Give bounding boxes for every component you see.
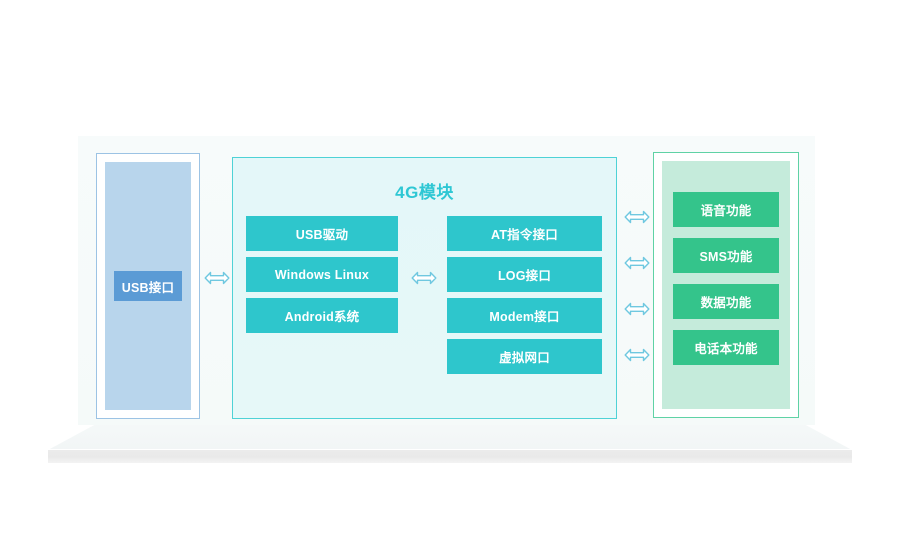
feature-item-phonebook[interactable]: 电话本功能 <box>673 330 779 365</box>
usb-interface-chip[interactable]: USB接口 <box>114 271 182 301</box>
module-item-usb-driver[interactable]: USB驱动 <box>246 216 398 251</box>
double-arrow-icon <box>411 271 437 285</box>
platform-front-edge <box>48 449 852 463</box>
module-item-android[interactable]: Android系统 <box>246 298 398 333</box>
module-left-column: USB驱动 Windows Linux Android系统 <box>246 216 398 339</box>
connector-module-to-sms <box>624 255 650 271</box>
double-arrow-icon <box>624 210 650 224</box>
module-item-modem[interactable]: Modem接口 <box>447 298 602 333</box>
feature-item-sms[interactable]: SMS功能 <box>673 238 779 273</box>
module-panel: 4G模块 USB驱动 Windows Linux Android系统 AT指令接… <box>232 157 617 419</box>
module-item-log[interactable]: LOG接口 <box>447 257 602 292</box>
module-title: 4G模块 <box>395 183 454 202</box>
module-right-column: AT指令接口 LOG接口 Modem接口 虚拟网口 <box>447 216 602 380</box>
feature-item-voice[interactable]: 语音功能 <box>673 192 779 227</box>
connector-module-to-phonebook <box>624 347 650 363</box>
features-panel-inner: 语音功能 SMS功能 数据功能 电话本功能 <box>662 161 790 409</box>
double-arrow-icon <box>624 256 650 270</box>
module-item-windows-linux[interactable]: Windows Linux <box>246 257 398 292</box>
connector-module-to-data <box>624 301 650 317</box>
double-arrow-icon <box>624 348 650 362</box>
usb-panel-inner: USB接口 <box>105 162 191 410</box>
usb-interface-panel: USB接口 <box>96 153 200 419</box>
connector-module-to-voice <box>624 209 650 225</box>
connector-module-internal <box>411 270 437 286</box>
double-arrow-icon <box>204 271 230 285</box>
double-arrow-icon <box>624 302 650 316</box>
features-panel: 语音功能 SMS功能 数据功能 电话本功能 <box>653 152 799 418</box>
module-item-at-command[interactable]: AT指令接口 <box>447 216 602 251</box>
module-item-virtual-net[interactable]: 虚拟网口 <box>447 339 602 374</box>
feature-item-data[interactable]: 数据功能 <box>673 284 779 319</box>
connector-usb-to-module <box>204 270 230 286</box>
